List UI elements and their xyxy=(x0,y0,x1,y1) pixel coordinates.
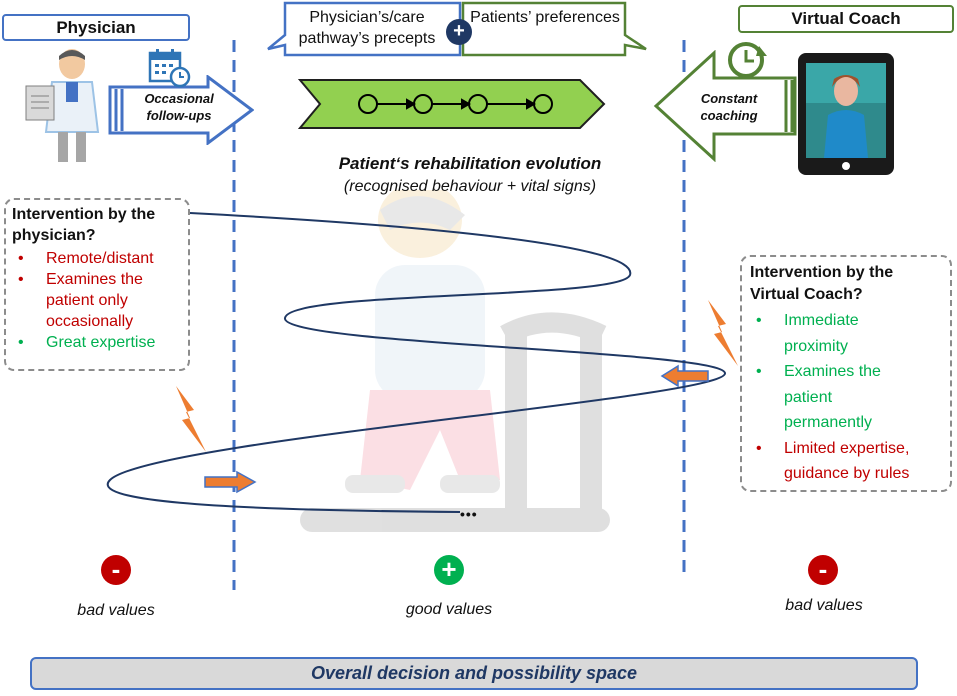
evolution-chevron xyxy=(298,79,606,129)
evolution-subtitle: (recognised behaviour + vital signs) xyxy=(343,178,597,195)
precepts-text: Physician’s/care pathway’s precepts xyxy=(298,9,436,47)
list-item: Immediate proximity xyxy=(750,308,944,359)
preferences-callout xyxy=(461,1,647,57)
clock-refresh-icon xyxy=(728,42,767,78)
physician-intervention-box: Intervention by the physician? Remote/di… xyxy=(4,198,190,371)
physician-intervention-title: Intervention by the physician? xyxy=(12,206,156,244)
patient-walker-figure xyxy=(300,190,610,532)
bad-value-badge-left: - xyxy=(101,555,131,585)
lightning-icon xyxy=(708,300,738,366)
lightning-icon xyxy=(176,386,206,452)
bad-value-badge-right: - xyxy=(808,555,838,585)
left-divider xyxy=(232,40,236,590)
orange-arrow-left xyxy=(660,364,709,388)
evolution-title: Patient‘s rehabilitation evolution xyxy=(338,154,602,173)
list-item: Examines the patient only occasionally xyxy=(12,269,182,332)
good-values-label: good values xyxy=(405,601,493,618)
preferences-text: Patients’ preferences xyxy=(470,9,620,26)
list-item: Great expertise xyxy=(12,332,182,353)
occasional-followups-arrow xyxy=(108,75,254,145)
good-value-badge: + xyxy=(434,555,464,585)
precepts-callout xyxy=(267,1,462,57)
list-item: Limited expertise, guidance by rules xyxy=(750,436,944,487)
plus-badge: + xyxy=(446,19,472,45)
virtual-coach-label: Virtual Coach xyxy=(738,5,954,33)
constant-coaching-arrow xyxy=(653,50,797,162)
bad-values-label-left: bad values xyxy=(77,602,155,619)
orange-arrow-right xyxy=(204,470,257,494)
physician-icon xyxy=(25,49,100,162)
coach-intervention-box: Intervention by the Virtual Coach? Immed… xyxy=(740,255,952,492)
coach-intervention-title: Intervention by the Virtual Coach? xyxy=(750,264,894,303)
decision-space-bar: Overall decision and possibility space xyxy=(30,657,918,690)
tablet-avatar-icon xyxy=(798,53,894,175)
ellipsis: ••• xyxy=(460,506,478,522)
calendar-clock-icon xyxy=(148,49,191,88)
list-item: Remote/distant xyxy=(12,248,182,269)
list-item: Examines the patient permanently xyxy=(750,359,944,436)
physician-label: Physician xyxy=(2,14,190,41)
bad-values-label-right: bad values xyxy=(785,597,863,614)
